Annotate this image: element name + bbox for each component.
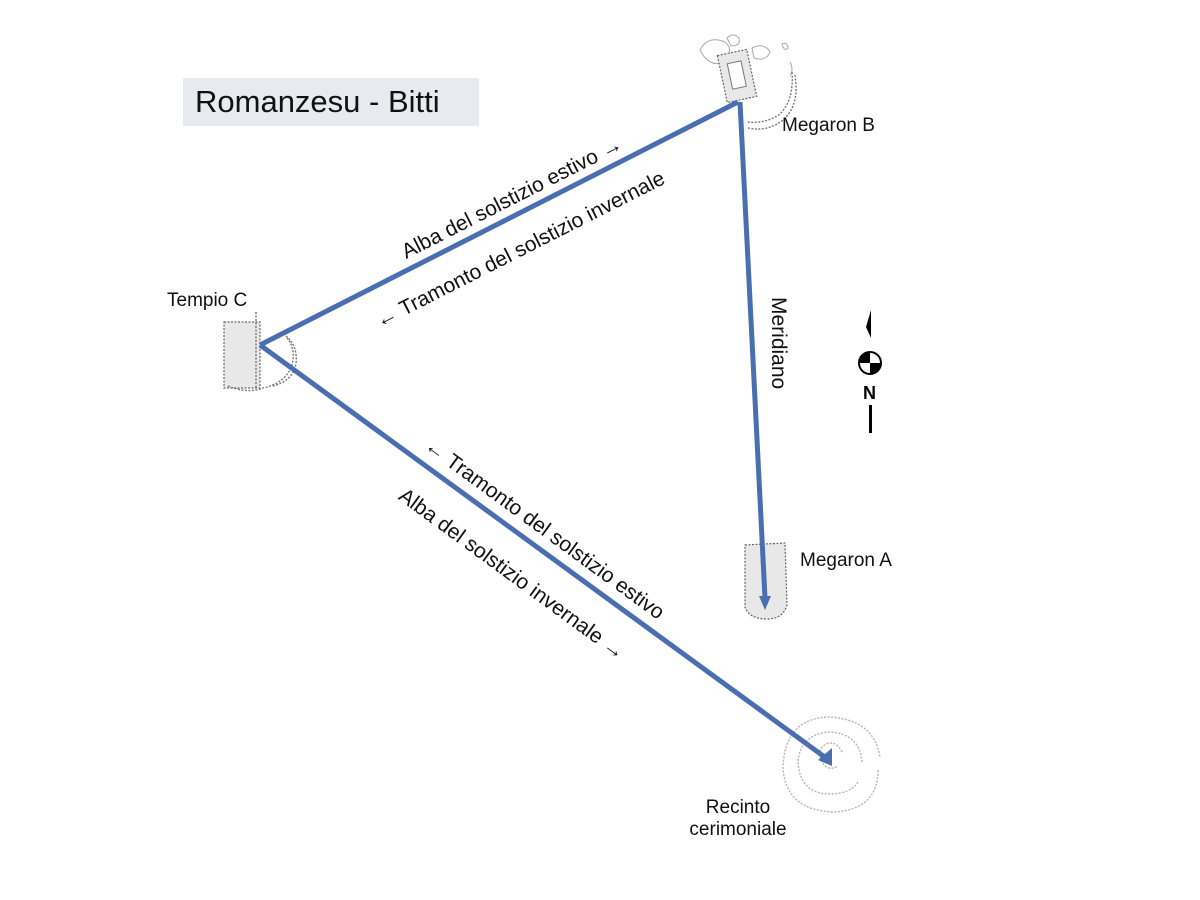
label-meridian: Meridiano [767, 297, 790, 390]
page-title: Romanzesu - Bitti [195, 84, 440, 119]
label-recinto: Recinto cerimoniale [670, 797, 806, 841]
north-label: N [863, 383, 876, 403]
line-tempio-recinto [258, 342, 828, 761]
tempio-c-plan [223, 312, 297, 392]
north-arrow-icon [858, 310, 882, 433]
label-tempio-c: Tempio C [167, 290, 248, 311]
line-meridian [737, 101, 768, 599]
line-tempio-megaron-b [258, 99, 740, 348]
label-recinto-line1: Recinto [705, 797, 771, 818]
title-box: Romanzesu - Bitti [183, 78, 479, 126]
recinto-arrowhead [818, 748, 832, 766]
meridian-arrowhead [759, 596, 771, 610]
label-megaron-b: Megaron B [782, 115, 875, 136]
label-megaron-a: Megaron A [800, 550, 892, 571]
label-recinto-line2: cerimoniale [689, 819, 787, 840]
alignment-lines [258, 99, 832, 766]
megaron-b-plan [699, 34, 797, 130]
